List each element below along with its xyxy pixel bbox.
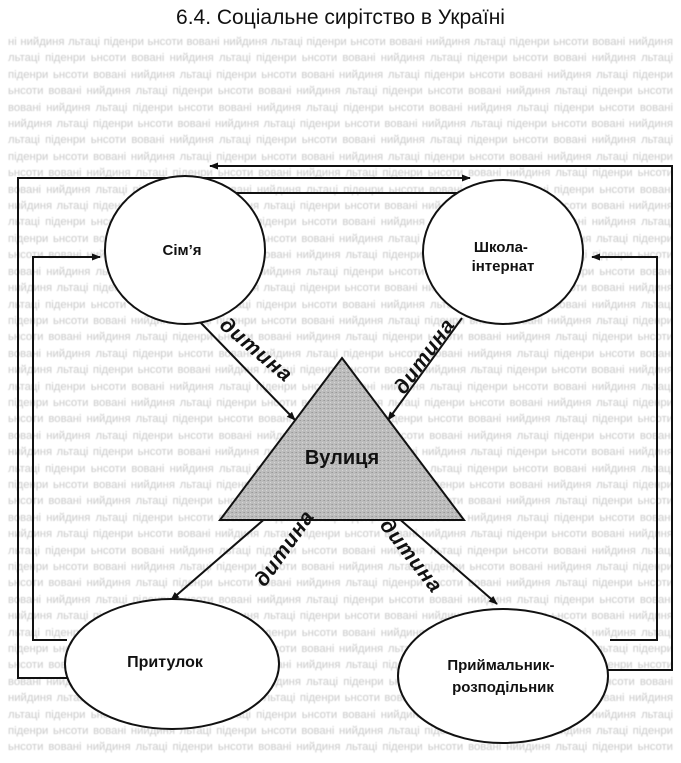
node-family-label: Сім’я xyxy=(162,242,201,259)
edge-label-street-distributor: дитина xyxy=(375,514,447,597)
arrow-street-to-shelter xyxy=(170,515,269,601)
edge-label-school-street: дитина xyxy=(390,314,460,398)
node-shelter xyxy=(64,598,280,730)
node-boarding-school-label: Школа- інтернат xyxy=(472,239,535,275)
arrow-street-to-distributor xyxy=(395,515,498,605)
node-reception-distributor xyxy=(397,608,609,744)
node-street xyxy=(217,356,467,521)
inner-connector-right xyxy=(591,253,658,641)
node-boarding-school xyxy=(422,179,584,325)
page-title: 6.4. Соціальне сирітство в Україні xyxy=(176,6,505,29)
node-family xyxy=(104,175,266,325)
outer-connector-left xyxy=(17,174,471,679)
inner-connector-left xyxy=(32,253,101,641)
node-shelter-label: Притулок xyxy=(127,654,204,671)
node-reception-distributor-label: Приймальник- розподільник xyxy=(447,657,558,696)
arrow-family-to-street xyxy=(199,321,296,421)
outer-connector-right xyxy=(209,162,673,671)
arrow-school-to-street xyxy=(387,317,463,421)
node-street-label: Вулиця xyxy=(305,447,379,469)
